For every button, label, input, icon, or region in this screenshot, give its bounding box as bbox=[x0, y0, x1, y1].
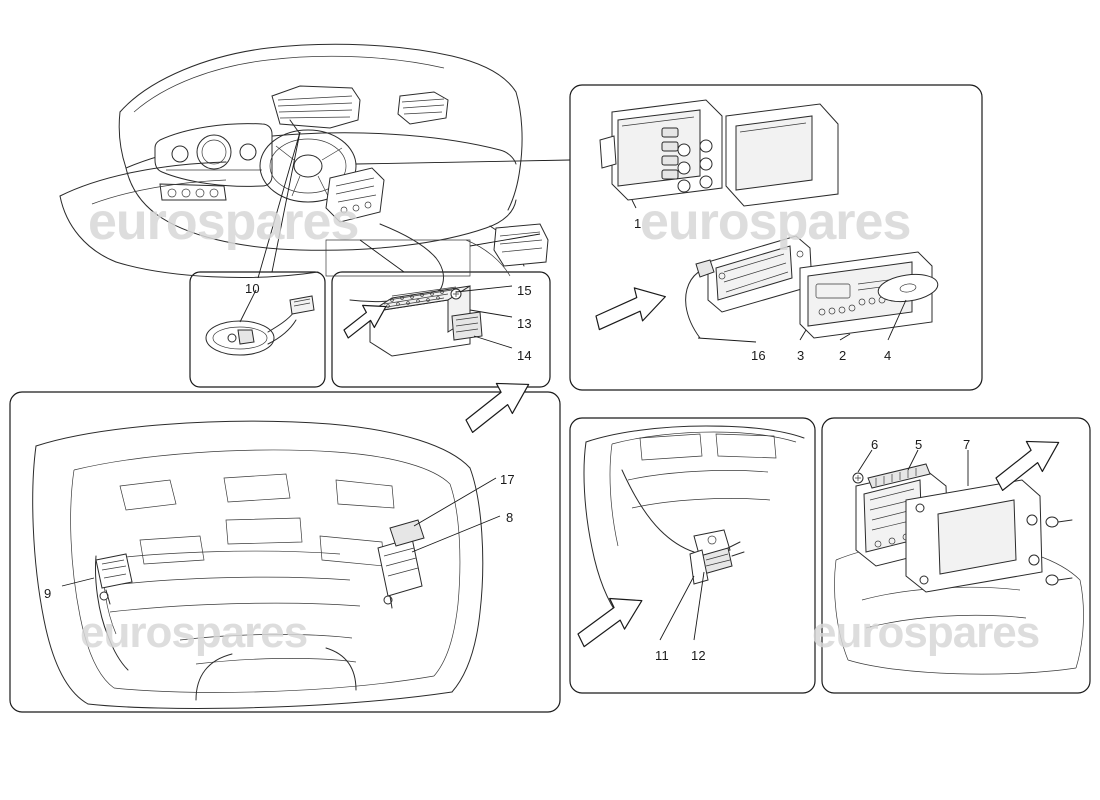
callout-17: 17 bbox=[500, 472, 515, 487]
callout-14: 14 bbox=[517, 348, 532, 363]
antenna-part-illustration bbox=[205, 289, 315, 356]
callout-6: 6 bbox=[871, 437, 879, 452]
rear-bumper-sensor-illustration bbox=[583, 425, 805, 641]
arrow-rear-bumper-panel bbox=[577, 597, 643, 648]
callout-7: 7 bbox=[963, 437, 971, 452]
callout-12: 12 bbox=[691, 648, 706, 663]
boot-module-illustration bbox=[834, 449, 1084, 675]
callout-10: 10 bbox=[245, 281, 260, 296]
callout-8: 8 bbox=[506, 510, 514, 525]
watermark-2: eurospares bbox=[80, 608, 308, 657]
watermark-0: eurospares bbox=[88, 193, 359, 251]
arrow-trunk-panel bbox=[465, 382, 530, 433]
dashboard-leaders bbox=[257, 131, 571, 279]
watermark-3: eurospares bbox=[812, 608, 1040, 657]
trunk-lid-illustration bbox=[32, 420, 501, 709]
callout-16: 16 bbox=[751, 348, 766, 363]
callout-5: 5 bbox=[915, 437, 923, 452]
head-unit-illustration bbox=[599, 99, 939, 343]
callout-13: 13 bbox=[517, 316, 532, 331]
callout-2: 2 bbox=[839, 348, 847, 363]
amplifier-part-illustration bbox=[369, 285, 513, 357]
watermark-1: eurospares bbox=[640, 193, 911, 251]
dashboard-illustration bbox=[59, 43, 549, 302]
arrow-head-unit-panel bbox=[595, 287, 666, 331]
callout-11: 11 bbox=[655, 648, 669, 663]
direction-arrows bbox=[343, 287, 1060, 648]
callout-3: 3 bbox=[797, 348, 805, 363]
callout-15: 15 bbox=[517, 283, 532, 298]
panel-borders bbox=[9, 84, 1091, 713]
callout-4: 4 bbox=[884, 348, 892, 363]
callout-9: 9 bbox=[44, 586, 52, 601]
callout-1: 1 bbox=[634, 216, 642, 231]
arrow-boot-module-panel bbox=[995, 440, 1060, 491]
arrow-amplifier-panel bbox=[343, 304, 387, 339]
